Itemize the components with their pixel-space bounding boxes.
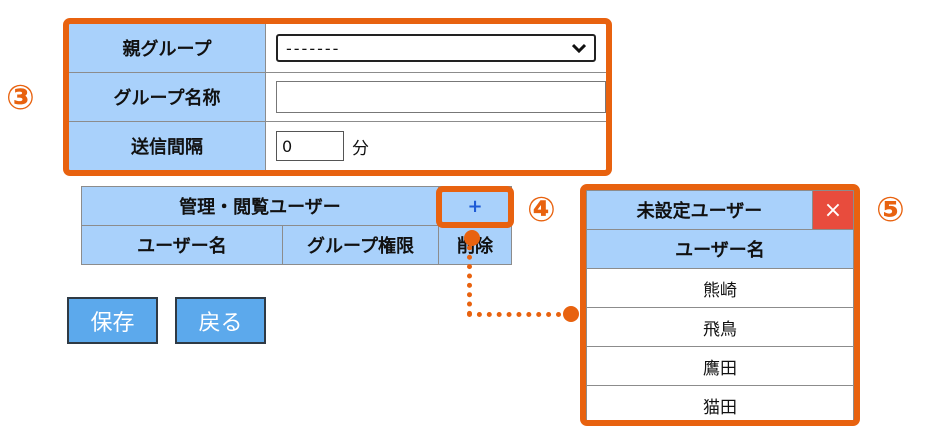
group-name-input[interactable]: [276, 81, 606, 113]
callout-3: ③: [6, 78, 35, 118]
close-icon[interactable]: ×: [813, 190, 854, 230]
column-user-name: ユーザー名: [81, 225, 283, 265]
save-button[interactable]: 保存: [67, 297, 158, 344]
popup-column-user-name: ユーザー名: [586, 230, 854, 269]
callout-5: ⑤: [876, 190, 905, 230]
interval-label: 送信間隔: [68, 121, 266, 171]
list-item[interactable]: 飛鳥: [586, 308, 854, 347]
column-group-permission: グループ権限: [282, 225, 439, 265]
highlight-frame-5: [580, 184, 860, 426]
callout-4: ④: [527, 190, 556, 230]
connector-dot-end: [563, 306, 579, 322]
back-button[interactable]: 戻る: [175, 297, 266, 344]
manager-users-title: 管理・閲覧ユーザー: [81, 186, 439, 226]
list-item[interactable]: 鷹田: [586, 347, 854, 386]
highlight-frame-4: [436, 186, 514, 228]
popup-title: 未設定ユーザー: [586, 190, 813, 230]
connector-vertical: [467, 236, 472, 316]
connector-dot-start: [464, 230, 480, 246]
interval-input[interactable]: 0: [276, 131, 344, 161]
highlight-frame-3: [63, 18, 612, 176]
parent-group-value: -------: [286, 38, 341, 58]
parent-group-label: 親グループ: [68, 23, 266, 73]
connector-horizontal: [467, 312, 571, 317]
list-item[interactable]: 熊崎: [586, 269, 854, 308]
interval-unit: 分: [352, 138, 369, 159]
unassigned-users-popup: 未設定ユーザー × ユーザー名 熊崎 飛鳥 鷹田 猫田: [586, 190, 854, 425]
group-name-label: グループ名称: [68, 72, 266, 122]
chevron-down-icon: [572, 43, 586, 53]
parent-group-select[interactable]: -------: [276, 34, 596, 62]
